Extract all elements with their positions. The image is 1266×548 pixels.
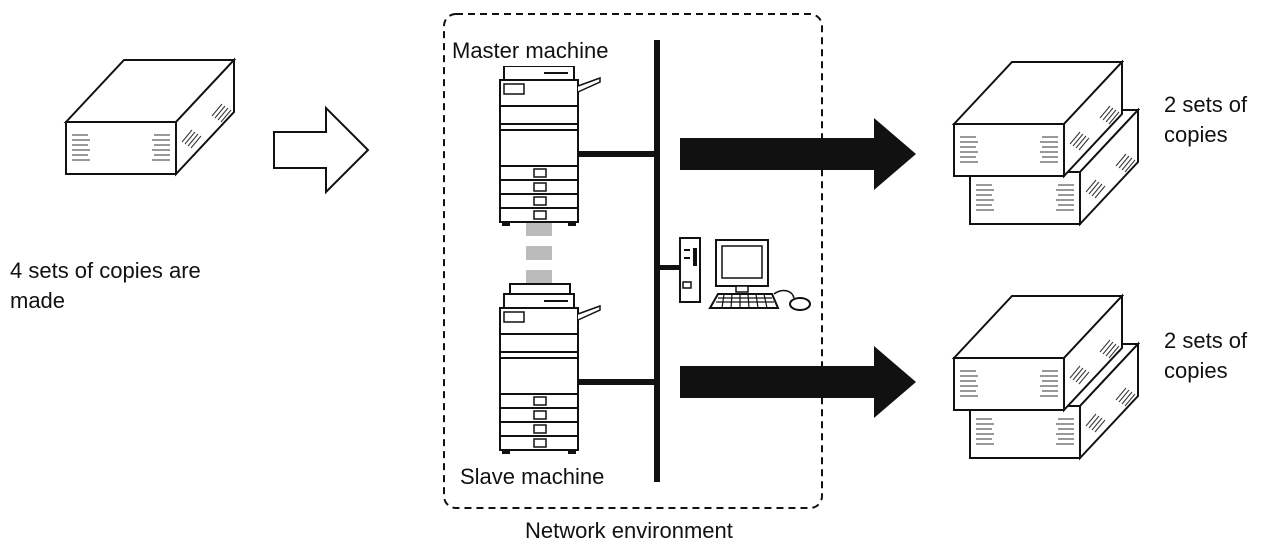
- output-caption-bottom-line2: copies: [1164, 358, 1228, 383]
- network-environment-label: Network environment: [525, 518, 733, 543]
- output-caption-top-line2: copies: [1164, 122, 1228, 147]
- output-paper-stack-icon-top: [953, 61, 1139, 225]
- output-caption-bottom-line1: 2 sets of: [1164, 328, 1248, 353]
- solid-arrow-icon-bottom: [680, 346, 916, 418]
- computer-connection-line: [656, 265, 684, 270]
- desktop-computer-icon: [679, 237, 811, 311]
- master-copier-icon: [499, 55, 601, 227]
- master-connection-line: [578, 151, 656, 157]
- network-environment-box: [443, 13, 823, 509]
- output-caption-top-line1: 2 sets of: [1164, 92, 1248, 117]
- output-caption-top: 2 sets of copies: [1164, 90, 1247, 150]
- output-caption-bottom: 2 sets of copies: [1164, 326, 1247, 386]
- slave-copier-icon: [499, 283, 601, 455]
- source-caption-line2: made: [10, 288, 66, 313]
- source-caption-line1: 4 sets of copies are: [10, 258, 201, 283]
- slave-machine-label: Slave machine: [460, 462, 607, 492]
- solid-arrow-icon-top: [680, 118, 916, 190]
- master-machine-label: Master machine: [452, 36, 611, 66]
- slave-connection-line: [578, 379, 656, 385]
- source-caption: 4 sets of copies are made: [10, 256, 201, 316]
- output-paper-stack-icon-bottom: [953, 295, 1139, 459]
- network-backbone-line: [654, 40, 660, 482]
- hollow-arrow-icon: [273, 105, 370, 195]
- source-paper-stack-icon: [65, 59, 235, 175]
